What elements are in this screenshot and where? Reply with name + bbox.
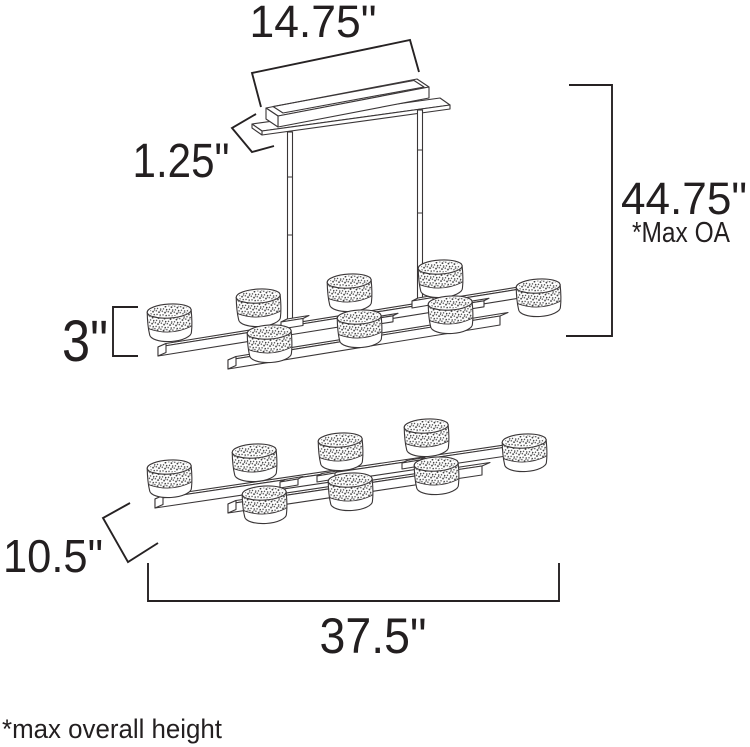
rail-end-face (157, 342, 167, 357)
dim-label-fixture-depth: 10.5" (3, 530, 103, 582)
dim-bracket-max-overall (566, 84, 613, 337)
canopy-tray-inner-rim (272, 79, 425, 114)
hanging-rod-left (286, 131, 294, 328)
glass-shade (327, 471, 375, 513)
dim-label-canopy-height: 1.25" (133, 135, 230, 188)
dim-label-max-overall: 44.75" (621, 173, 747, 224)
glass-shade (413, 455, 461, 497)
ceiling-canopy (251, 78, 451, 136)
footnote: *max overall height (2, 714, 222, 744)
dim-bracket-fixture-height (112, 306, 138, 357)
canopy-plate-left (251, 123, 263, 136)
glass-shade (241, 484, 289, 526)
dim-label-fixture-length: 37.5" (320, 608, 427, 664)
glass-shade (501, 432, 549, 474)
dim-label-fixture-height: 3" (62, 309, 108, 374)
glass-shade (515, 277, 563, 319)
glass-shade (146, 302, 194, 344)
upper-view (146, 78, 563, 370)
dim-bracket-fixture-length (147, 563, 560, 602)
glass-shade (417, 258, 465, 300)
dim-label-max-overall-note: *Max OA (632, 217, 731, 249)
glass-shade (317, 431, 365, 473)
glass-shade (403, 417, 451, 459)
dim-bracket-canopy-height (230, 113, 275, 154)
glass-shade (235, 287, 283, 329)
lower-view (146, 417, 549, 526)
glass-shade (231, 442, 279, 484)
glass-shade (326, 272, 374, 314)
rail-end-face (227, 499, 237, 514)
dim-bracket-fixture-depth (101, 502, 159, 564)
dim-bracket-canopy-width (250, 38, 420, 108)
canopy-tray-left (265, 107, 279, 128)
glass-shade (246, 323, 294, 365)
glass-shade (427, 294, 475, 336)
dim-label-canopy-width: 14.75" (250, 0, 377, 47)
glass-shade (336, 308, 384, 350)
glass-shade (146, 458, 194, 500)
rail-end-face (227, 355, 237, 370)
